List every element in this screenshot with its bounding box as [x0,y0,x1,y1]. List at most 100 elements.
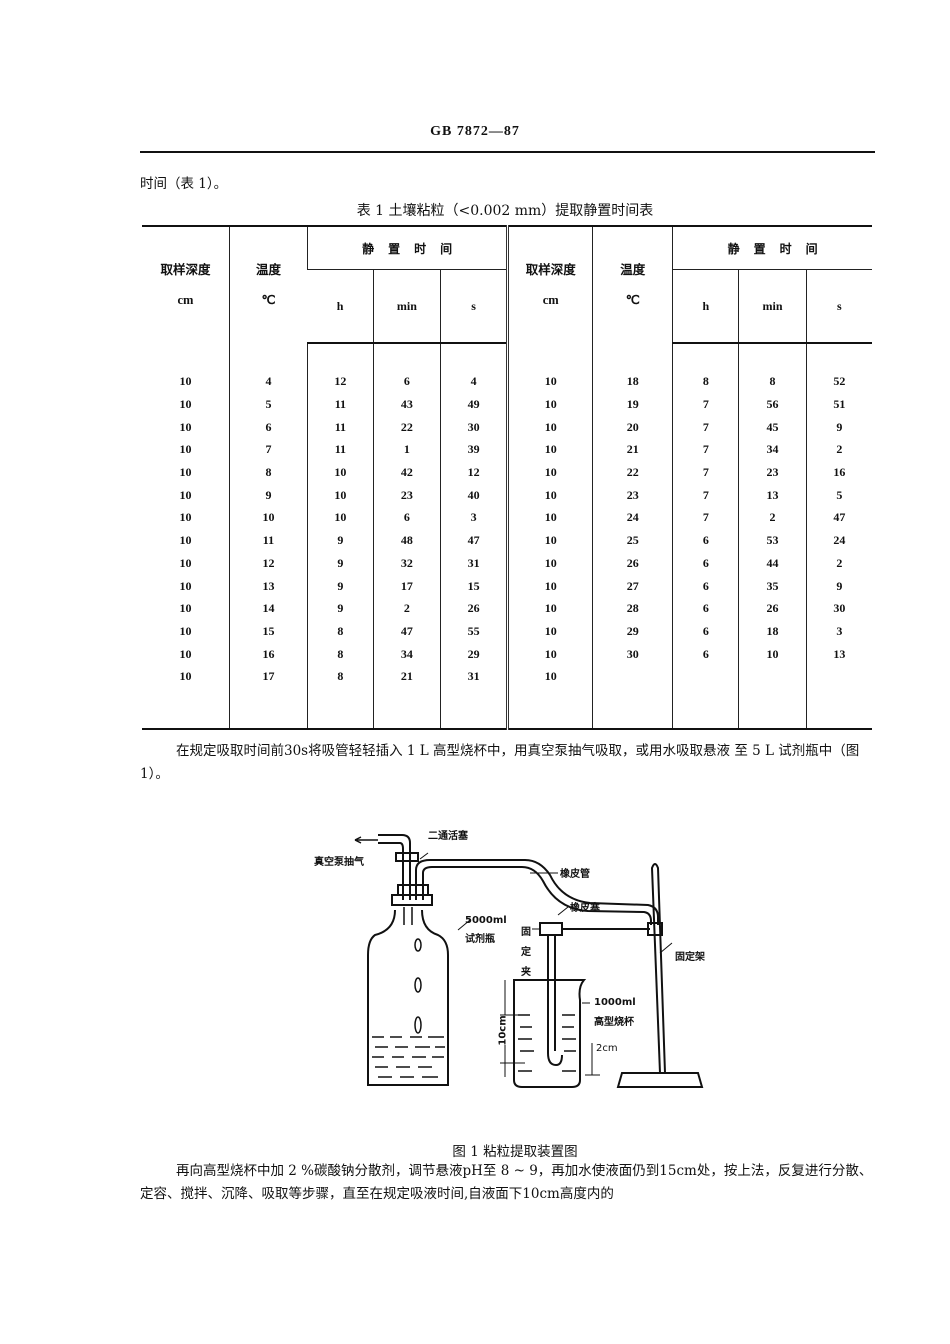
table-cell: 10 [307,483,374,507]
table-cell: 10 [506,460,593,484]
table-cell: 11 [307,392,374,416]
table-cell: 23 [592,483,673,507]
table-cell: 6 [672,574,739,597]
table-cell: 2 [738,506,807,529]
table-cell: 47 [805,506,872,529]
table-bottom-padding [142,687,872,730]
table-cell: 29 [592,619,673,643]
table-cell: 9 [805,574,872,597]
table-cell: 6 [228,415,308,439]
table-cell: 10 [179,487,192,502]
table-cell: 34 [738,438,807,461]
table-cell: 7 [672,506,739,529]
table-cell: 31 [440,664,508,688]
table-cell: 10 [506,574,593,597]
table-cell: 10 [179,555,192,570]
table-cell [738,664,807,688]
table-cell: 32 [372,551,441,575]
table-cell: 8 [307,664,374,688]
table-cell: 52 [805,343,872,393]
table-cell: 6 [672,596,739,620]
table-cell: 10 [307,460,374,484]
header-rule [140,151,875,153]
table-cell: 7 [672,460,739,484]
table-cell: 10 [179,669,192,684]
col-h: h [307,269,374,344]
table-cell: 9 [307,574,374,597]
paragraph-3: 再向高型烧杯中加 2 %碳酸钠分散剂，调节悬液pH至 8 ~ 9，再加水使液面仍… [140,1163,873,1202]
table-cell: 10 [738,642,807,665]
table-cell: 43 [372,392,441,416]
table-cell: 10 [506,664,593,688]
table-cell: 8 [307,619,374,643]
table-cell: 19 [592,392,673,416]
table-cell: 4 [228,343,308,393]
table-cell: 10 [506,506,593,529]
table-cell: 39 [440,438,508,461]
table-cell: 30 [805,596,872,620]
col-h-2: h [672,269,739,344]
table-cell [592,687,673,730]
table-cell [738,687,807,730]
table-cell: 31 [440,551,508,575]
table-cell: 9 [805,415,872,439]
table-cell: 51 [805,392,872,416]
table-cell: 10 [506,343,593,393]
table-cell: 47 [372,619,441,643]
table-cell: 24 [592,506,673,529]
table-cell: 10 [179,419,192,434]
table-cell: 13 [805,642,872,665]
label-stand: 固定架 [675,952,705,963]
table-cell: 21 [372,664,441,688]
table-cell: 30 [440,415,508,439]
table-cell: 24 [805,528,872,552]
table-cell [228,687,308,730]
table-cell: 17 [228,664,308,688]
table-cell: 10 [506,551,593,575]
table-cell: 16 [805,460,872,484]
table-cell: 9 [307,528,374,552]
table-cell: 10 [179,465,192,480]
table-cell: 15 [228,619,308,643]
table-cell: 7 [672,438,739,461]
table-cell: 7 [672,392,739,416]
col-rest-time-header-2: 静置时间 [672,225,872,270]
table-cell: 49 [440,392,508,416]
table-cell [506,687,593,730]
table-cell: 7 [672,483,739,507]
table-cell [142,687,230,730]
label-rubber-tube: 橡皮管 [560,869,590,880]
intro-text: 时间（表 1）。 [140,176,228,192]
col-depth-header: 取样深度 cm [142,225,230,343]
label-two-way-stopcock: 二通活塞 [428,831,468,842]
table-cell: 11 [228,528,308,552]
table-cell [372,687,441,730]
table-cell: 28 [592,596,673,620]
label-depth-10cm: 10cm [497,1015,509,1046]
table-cell: 26 [440,596,508,620]
table-cell: 10 [506,619,593,643]
table-cell: 6 [372,343,441,393]
table-cell: 10 [307,506,374,529]
table-cell: 42 [372,460,441,484]
table-cell: 22 [372,415,441,439]
table-cell [805,687,872,730]
label-bottle-volume: 5000ml [465,915,507,926]
label-vacuum-pump: 真空泵抽气 [314,857,364,868]
table-cell: 47 [440,528,508,552]
table-cell: 16 [228,642,308,665]
table-cell: 25 [592,528,673,552]
table-cell: 3 [440,506,508,529]
table-caption: 表 1 土壤粘粒（<0.002 mm）提取静置时间表 [356,203,654,219]
table-cell: 8 [738,343,807,393]
table-cell: 6 [672,551,739,575]
table-cell: 1 [372,438,441,461]
table-cell: 11 [307,415,374,439]
col-s-2: s [805,269,872,344]
label-reagent-bottle: 试剂瓶 [465,934,495,945]
table-cell: 10 [506,438,593,461]
